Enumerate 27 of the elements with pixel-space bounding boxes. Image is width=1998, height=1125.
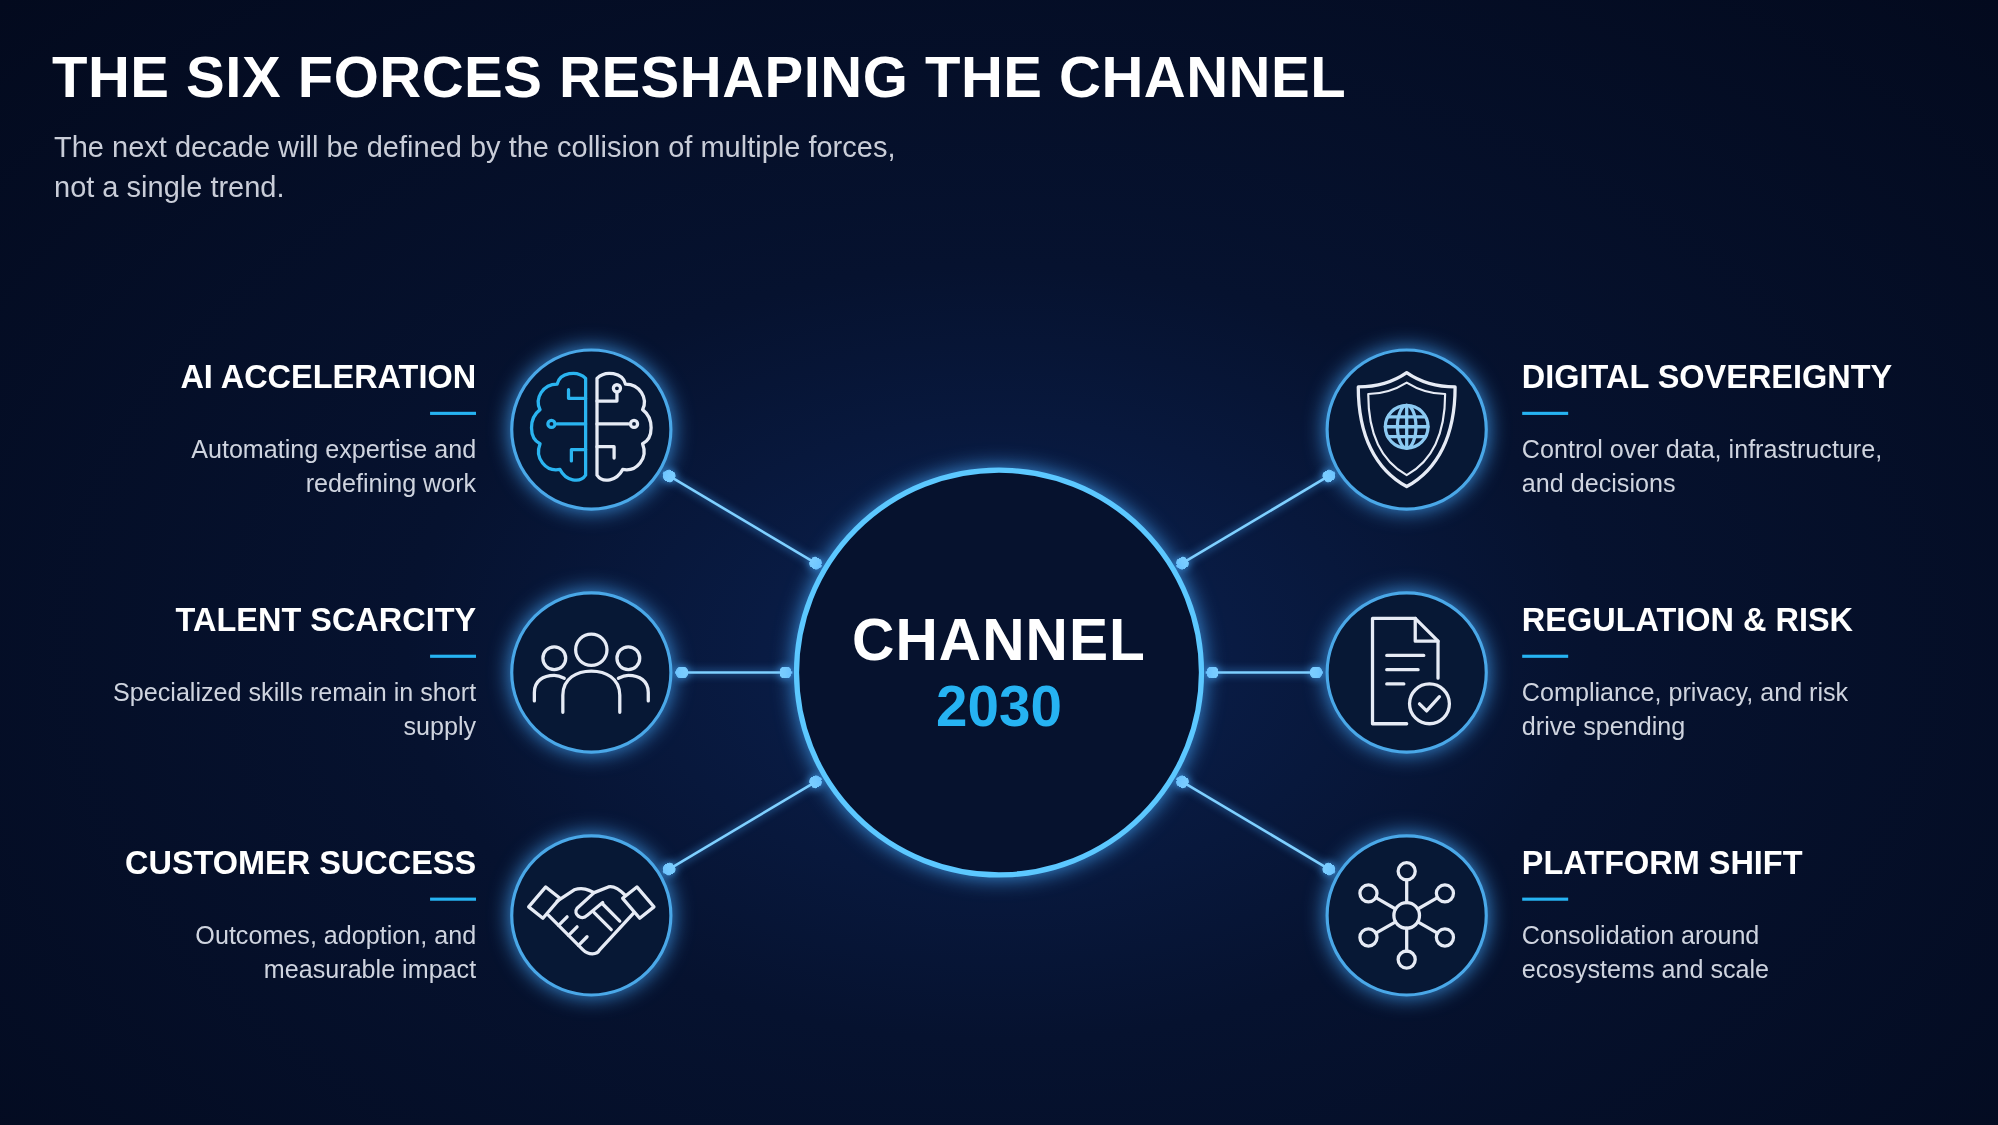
force-heading: AI ACCELERATION bbox=[180, 357, 477, 397]
connector-line bbox=[675, 665, 793, 679]
description-text: Consolidation around ecosystems and scale bbox=[1521, 918, 1771, 986]
description-text: Automating expertise and redefining work bbox=[190, 432, 477, 500]
force-heading: TALENT SCARCITY bbox=[175, 600, 477, 639]
connector-line bbox=[1205, 665, 1323, 679]
connector-line bbox=[1175, 775, 1336, 875]
description-text: Compliance, privacy, and risk drive spending bbox=[1521, 675, 1850, 743]
force-circle bbox=[1325, 833, 1488, 997]
connector-line bbox=[662, 775, 823, 875]
force-circle bbox=[510, 347, 673, 511]
description-text: Outcomes, adoption, and measurable impact bbox=[194, 918, 477, 986]
hub-circle: CHANNEL 2030 bbox=[793, 466, 1205, 878]
force-heading: CUSTOMER SUCCESS bbox=[125, 843, 477, 882]
connector-line bbox=[662, 469, 823, 569]
title: THE SIX FORCES RESHAPING THE CHANNEL bbox=[52, 44, 1347, 111]
description-text: Specialized skills remain in short supply bbox=[112, 675, 477, 743]
subtitle-text: The next decade will be defined by the collision of multiple forces, not a single trend. bbox=[54, 129, 897, 206]
description-text: Control over data, infrastructure, and decisions bbox=[1521, 432, 1884, 500]
force-circle bbox=[510, 833, 673, 997]
connector-line bbox=[1175, 469, 1336, 569]
force-heading: REGULATION & RISK bbox=[1521, 600, 1854, 639]
force-circle bbox=[1325, 347, 1488, 511]
force-heading: DIGITAL SOVEREIGNTY bbox=[1521, 357, 1893, 397]
force-circle bbox=[510, 590, 673, 754]
force-circle bbox=[1325, 590, 1488, 754]
force-heading: PLATFORM SHIFT bbox=[1521, 843, 1803, 882]
